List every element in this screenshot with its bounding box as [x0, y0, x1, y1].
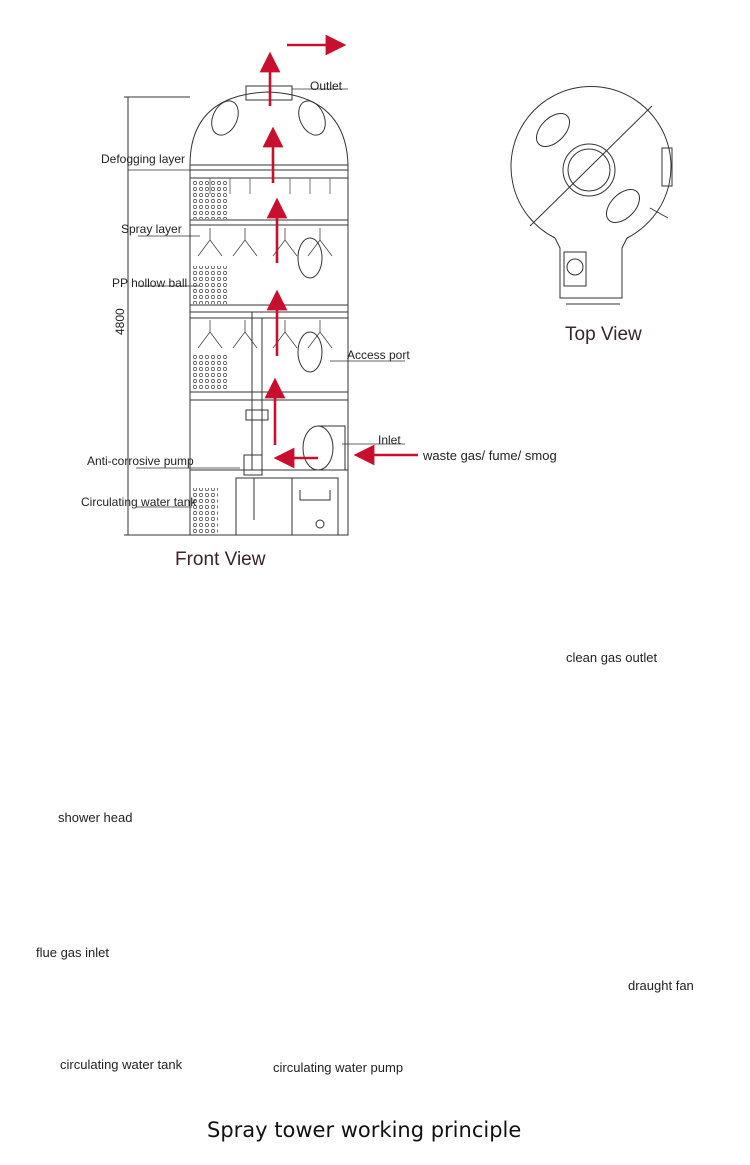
principle-water-tank-label: circulating water tank	[60, 1057, 183, 1072]
inlet-label: Inlet	[378, 433, 401, 447]
flue-gas-inlet-label: flue gas inlet	[36, 945, 109, 960]
top-view-drawing	[510, 86, 673, 305]
water-tank	[235, 477, 293, 536]
defogging-layer-label: Defogging layer	[101, 152, 186, 166]
shower-head-label: shower head	[58, 810, 133, 825]
draught-fan-label: draught fan	[628, 978, 694, 993]
circulating-water-tank-label: Circulating water tank	[81, 495, 197, 509]
tower-dome	[189, 91, 349, 166]
anti-corrosive-pump-label: Anti-corrosive pump	[87, 454, 194, 468]
top-view-title: Top View	[565, 324, 642, 345]
outlet-label: Outlet	[310, 79, 343, 93]
spray-layer-label: Spray layer	[121, 222, 182, 236]
principle-title: Spray tower working principle	[207, 1118, 522, 1142]
circulating-water-pump-label: circulating water pump	[273, 1060, 404, 1075]
waste-gas-label: waste gas/ fume/ smog	[423, 448, 557, 463]
front-view-drawing	[124, 34, 673, 536]
clean-gas-outlet-label: clean gas outlet	[566, 650, 658, 665]
height-dimension-label: 4800	[113, 308, 127, 335]
access-port-label: Access port	[347, 348, 410, 362]
front-view-title: Front View	[175, 549, 266, 570]
pp-hollow-ball-label: PP hollow ball	[112, 276, 188, 290]
